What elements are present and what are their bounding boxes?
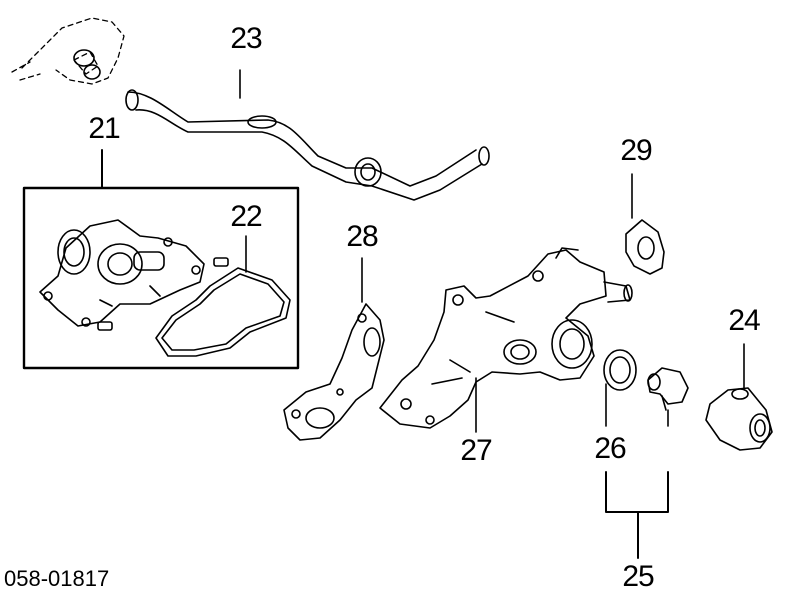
bypass-pipe-drawing [125,69,490,201]
water-pump-drawing [39,219,229,331]
reference-outline [11,17,125,85]
thermostat-cover-drawing [705,343,773,451]
callout-29: 29 [620,134,652,167]
callout-23: 23 [230,22,262,55]
callout-24: 24 [728,304,760,337]
thermostat-drawing [647,367,689,427]
water-passage-drawing [379,247,633,433]
callout-22: 22 [230,200,262,233]
callout-27: 27 [460,434,492,467]
passage-gasket-drawing [283,257,385,441]
reference-fitting [73,49,101,80]
water-pump-group-box [22,186,300,370]
callout-25: 25 [622,560,654,593]
callout-26: 26 [594,432,626,465]
gasket-drawing [155,235,291,357]
seal-ring-drawing [603,349,637,427]
thermostat-group-bracket [605,471,669,559]
catalog-number: 058-01817 [4,566,110,591]
callout-21: 21 [88,112,120,145]
callout-28: 28 [346,220,378,253]
outlet-gasket-drawing [625,173,665,275]
